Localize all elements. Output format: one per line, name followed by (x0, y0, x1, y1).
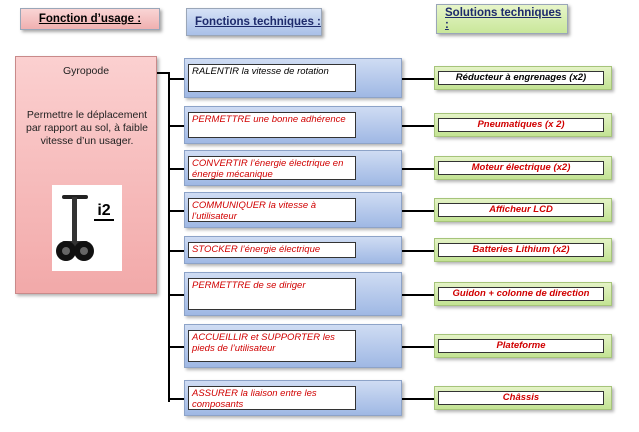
usage-box: Gyropode Permettre le déplacement par ra… (15, 56, 157, 294)
connector-solution-8 (402, 398, 436, 400)
connector-trunk (168, 72, 170, 402)
connector-branch-2 (168, 125, 186, 127)
connector-branch-1 (168, 78, 186, 80)
function-text-3: CONVERTIR l’énergie électrique en énergi… (188, 156, 356, 180)
connector-solution-5 (402, 250, 436, 252)
header-usage: Fonction d’usage : (20, 8, 160, 30)
function-text-5: STOCKER l’énergie électrique (188, 242, 356, 258)
connector-branch-6 (168, 294, 186, 296)
connector-branch-4 (168, 210, 186, 212)
connector-branch-7 (168, 346, 186, 348)
header-technical: Fonctions techniques : (186, 8, 322, 36)
function-text-1: RALENTIR la vitesse de rotation (188, 64, 356, 92)
solution-text-1: Réducteur à engrenages (x2) (438, 71, 604, 85)
function-text-2: PERMETTRE une bonne adhérence (188, 112, 356, 138)
solution-text-2: Pneumatiques (x 2) (438, 118, 604, 132)
function-text-6: PERMETTRE de se diriger (188, 278, 356, 310)
header-solutions: Solutions techniques : (436, 4, 568, 34)
solution-text-6: Guidon + colonne de direction (438, 287, 604, 301)
usage-title: Gyropode (62, 65, 110, 77)
function-text-4: COMMUNIQUER la vitesse à l’utilisateur (188, 198, 356, 222)
solution-text-3: Moteur électrique (x2) (438, 161, 604, 175)
connector-solution-3 (402, 168, 436, 170)
solution-text-7: Plateforme (438, 339, 604, 353)
solution-text-4: Afficheur LCD (438, 203, 604, 217)
connector-branch-5 (168, 250, 186, 252)
connector-usage (157, 72, 169, 74)
connector-solution-6 (402, 294, 436, 296)
connector-solution-4 (402, 210, 436, 212)
connector-solution-1 (402, 78, 436, 80)
connector-solution-2 (402, 125, 436, 127)
svg-text:i2: i2 (97, 202, 110, 219)
connector-solution-7 (402, 346, 436, 348)
function-text-7: ACCUEILLIR et SUPPORTER les pieds de l’u… (188, 330, 356, 362)
connector-branch-8 (168, 398, 186, 400)
connector-branch-3 (168, 168, 186, 170)
solution-text-8: Châssis (438, 391, 604, 405)
function-text-8: ASSURER la liaison entre les composants (188, 386, 356, 410)
usage-description: Permettre le déplacement par rapport au … (26, 109, 148, 147)
segway-i2-photo: i2 (52, 185, 122, 271)
solution-text-5: Batteries Lithium (x2) (438, 243, 604, 257)
